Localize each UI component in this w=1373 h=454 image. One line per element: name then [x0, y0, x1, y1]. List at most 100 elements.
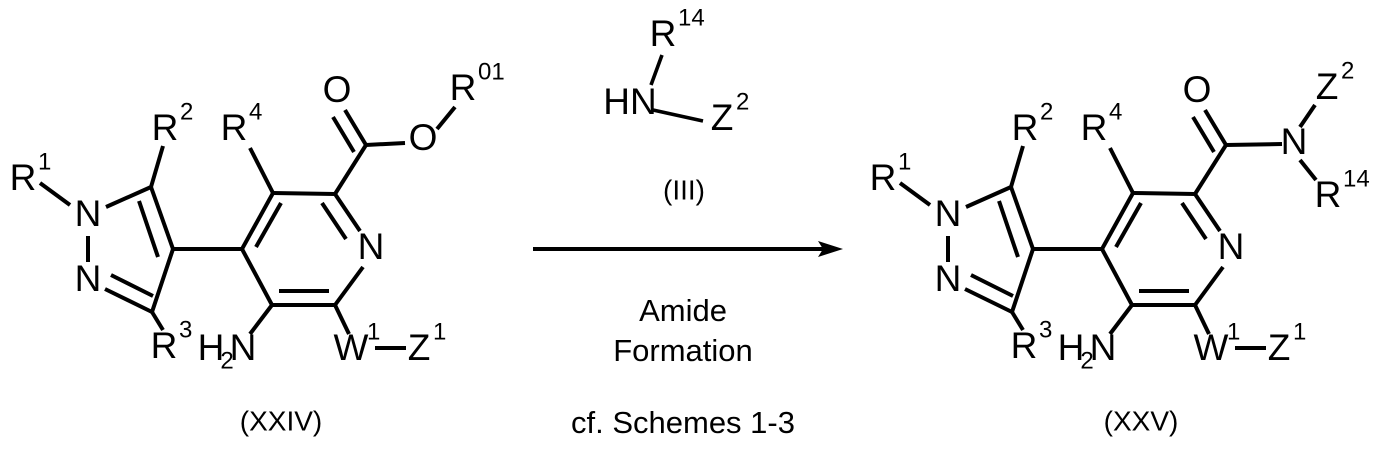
atom-label-prod-r3: R — [1011, 325, 1038, 366]
atom-label-prod-r4-superscript: 4 — [1109, 98, 1122, 125]
bond-esteroxygen-r01 — [435, 105, 457, 131]
atom-label-reagent-z2-superscript: 2 — [736, 88, 749, 115]
atom-label-prod-carbonyl-o: O — [1183, 69, 1212, 110]
bond-carbonyl-o-a — [343, 108, 368, 147]
atom-label-amine-h: H — [198, 327, 225, 368]
bond-prod-n2-c3-inner — [970, 273, 1014, 298]
bond-pyr-topright-n-inner — [320, 201, 348, 241]
bond-prod-n2-c3 — [964, 287, 1013, 314]
reagent-structure-label: (III) — [663, 174, 705, 205]
atom-label-r4-superscript: 4 — [249, 98, 262, 125]
atom-label-prod-n1: N — [935, 193, 962, 234]
bond-prod-pyr-r4 — [1108, 147, 1135, 194]
bond-pyr-left-topleft-inner — [254, 202, 283, 248]
atom-label-prod-amine-n: N — [1090, 327, 1117, 368]
atom-label-prod-amine-h: H — [1058, 327, 1085, 368]
atom-label-pyridine-n: N — [358, 226, 385, 267]
atom-label-prod-n2: N — [935, 258, 962, 299]
atom-label-reagent-r14: R — [650, 13, 677, 54]
bond-c3-c4 — [150, 248, 175, 313]
bond-c4-c5-inner — [137, 200, 160, 258]
bond-c5-n1 — [105, 185, 152, 209]
atom-label-n1: N — [75, 193, 102, 234]
atom-label-amine-subscript: 2 — [220, 347, 233, 374]
bond-pyr-left-topleft — [240, 192, 275, 250]
atom-label-z1-superscript: 1 — [433, 318, 446, 345]
bond-prod-pyr-left-topleft-inner — [1114, 202, 1143, 248]
atom-label-prod-amide-n: N — [1281, 121, 1308, 162]
bond-r14-hn — [649, 54, 664, 86]
bond-pyr-nh2 — [248, 303, 274, 336]
atom-label-prod-r2-superscript: 2 — [1040, 98, 1053, 125]
atom-label-prod-r1: R — [870, 157, 897, 198]
atom-label-prod-z2: Z — [1316, 66, 1339, 107]
condition-line-2: Formation — [613, 333, 753, 368]
bond-c5-r2 — [149, 145, 165, 188]
bond-prod-c5-r2 — [1009, 145, 1025, 188]
atom-label-carbonyl-o: O — [323, 69, 352, 110]
bond-pyr-r4 — [248, 147, 275, 194]
bond-pyr-bottomleft-left — [240, 248, 274, 306]
bond-prod-c3-c4 — [1010, 248, 1035, 313]
bond-prod-pyr-nh2 — [1108, 303, 1134, 336]
atom-label-prod-r2: R — [1012, 107, 1039, 148]
atom-label-r4: R — [221, 107, 248, 148]
bond-pyr-carbonyl — [333, 143, 368, 196]
bond-prod-carbonyl-o-a — [1203, 108, 1228, 147]
bond-prod-pyr-bottomleft-left — [1100, 248, 1134, 306]
atom-label-r1-superscript: 1 — [38, 148, 51, 175]
product-structure-XXV: N N N O N H 2 N W 1 Z 1 R 1 R 2 R 3 R 4 … — [870, 57, 1370, 436]
bond-pyr-n-bottomright — [333, 265, 365, 307]
bond-carbonyl-esteroxygen — [365, 141, 406, 147]
atom-label-reagent-r14-superscript: 14 — [678, 4, 705, 31]
bond-prod-carbonyl-amiden — [1225, 142, 1283, 147]
atom-label-reagent-z2: Z — [711, 97, 734, 138]
reaction-conditions: Amide Formation cf. Schemes 1-3 — [571, 293, 795, 440]
bond-prod-pyr-topright-n-inner — [1180, 201, 1208, 241]
atom-label-reagent-hn: HN — [603, 81, 656, 122]
condition-line-3: cf. Schemes 1-3 — [571, 405, 795, 440]
bond-prod-c3-r3 — [1010, 310, 1025, 332]
bond-pyr-topright-n — [333, 192, 362, 233]
product-pyrazole-ring — [946, 185, 1035, 314]
atom-label-r01-superscript: 01 — [478, 58, 505, 85]
reagent-structure-III: R 14 HN Z 2 (III) — [603, 4, 749, 205]
bond-prod-n1-r1 — [898, 181, 932, 207]
atom-label-prod-w1-superscript: 1 — [1227, 318, 1240, 345]
bond-c4-c5 — [149, 186, 175, 250]
bond-prod-pyr-carbonyl — [1193, 143, 1228, 196]
atom-label-amine-n: N — [230, 327, 257, 368]
bond-pyr-w1 — [333, 304, 351, 335]
condition-line-1: Amide — [639, 293, 727, 328]
atom-label-prod-amine-subscript: 2 — [1080, 347, 1093, 374]
reaction-arrow-head — [818, 241, 843, 257]
bond-carbonyl-o-b — [331, 115, 356, 154]
atom-label-prod-r4: R — [1081, 107, 1108, 148]
atom-label-n2: N — [75, 258, 102, 299]
bond-prod-amiden-r14 — [1298, 158, 1318, 182]
bond-c3-r3 — [150, 310, 165, 332]
atom-label-prod-r14-superscript: 14 — [1343, 165, 1370, 192]
reactant-pyrazole-ring — [86, 185, 175, 314]
bond-prod-carbonyl-o-b — [1191, 115, 1216, 154]
reactant-structure-label: (XXIV) — [240, 405, 322, 436]
bond-n2-c3 — [104, 287, 153, 314]
atom-label-ester-o: O — [409, 117, 438, 158]
atom-label-r3: R — [151, 325, 178, 366]
reactant-pyridine-ring — [240, 191, 365, 307]
bond-prod-c5-n1 — [965, 185, 1012, 209]
atom-label-w1-superscript: 1 — [367, 318, 380, 345]
atom-label-prod-z1: Z — [1268, 327, 1291, 368]
bond-prod-amiden-z2 — [1298, 103, 1317, 129]
reactant-structure-XXIV: N N N O O H 2 N W 1 Z 1 R 1 R 2 R 3 R 4 … — [10, 58, 505, 436]
product-structure-label: (XXV) — [1104, 405, 1179, 436]
atom-label-prod-r14: R — [1315, 174, 1342, 215]
bond-pyr-topleft-topright — [272, 191, 336, 196]
atom-label-prod-r1-superscript: 1 — [898, 148, 911, 175]
atom-label-r2: R — [152, 107, 179, 148]
bond-prod-pyr-n-bottomright — [1193, 265, 1225, 307]
atom-label-r01: R — [450, 67, 477, 108]
reaction-arrow — [533, 241, 843, 257]
atom-label-r3-superscript: 3 — [179, 316, 192, 343]
atom-label-r2-superscript: 2 — [180, 98, 193, 125]
